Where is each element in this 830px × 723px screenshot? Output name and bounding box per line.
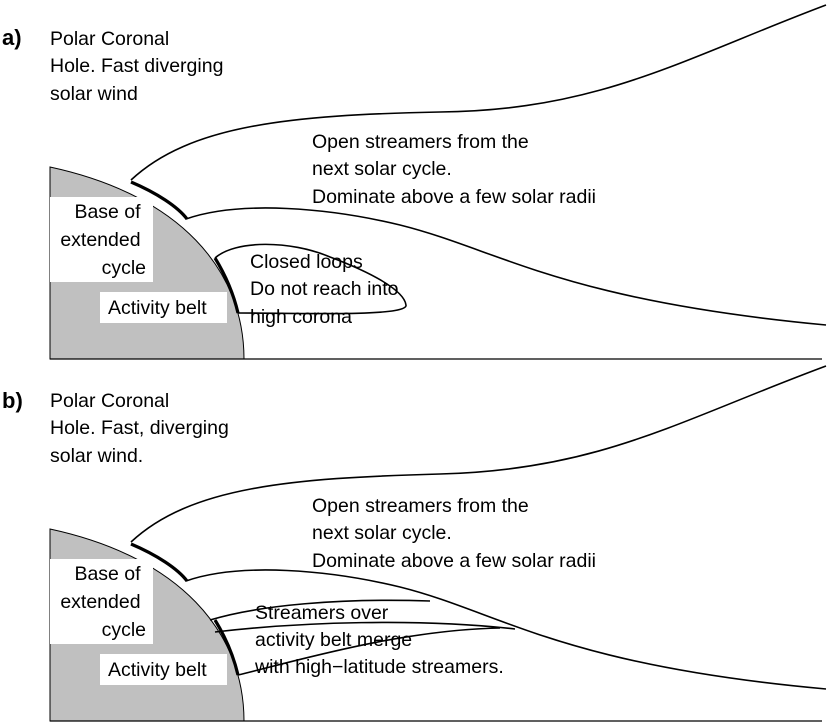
panel-b-open-streamers-label: Open streamers from the next solar cycle… <box>312 495 596 572</box>
panel-b-activity-belt-band <box>213 619 240 676</box>
panel-b-merging-streamer-upper <box>209 599 431 621</box>
panel-b-polar-open-field-line <box>130 365 827 543</box>
panel-b-base-extended-label: Base of extended cycle <box>60 563 146 641</box>
panel-a-polar-open-field-line <box>130 4 827 181</box>
panel-a-letter: a) <box>2 25 22 50</box>
panel-a-extended-cycle-band <box>130 180 189 220</box>
panel-a-base-extended-label: Base of extended cycle <box>60 201 146 279</box>
panel-b-activity-belt-box <box>100 654 227 685</box>
panel-a-streamer-field-line <box>185 207 827 326</box>
panel-b-streamer-field-line <box>185 569 827 690</box>
panel-b-inner-feature-label: Streamers over activity belt merge with … <box>254 602 504 678</box>
panel-a-inner-feature-label: Closed loops Do not reach into high coro… <box>250 251 404 328</box>
panel-b-base-extended-box <box>50 559 153 644</box>
panel-b: b) Polar Coronal Hole. Fast, diverging s… <box>2 365 827 722</box>
panel-a-activity-belt-box <box>100 292 227 323</box>
panel-b-activity-belt-label: Activity belt <box>108 659 207 681</box>
panel-a-base-extended-box <box>50 197 153 282</box>
panel-b-merging-streamer-inner <box>237 627 501 676</box>
panel-a-activity-belt-label: Activity belt <box>108 297 207 319</box>
panel-b-letter: b) <box>2 388 23 413</box>
panel-a-open-streamers-label: Open streamers from the next solar cycle… <box>312 131 596 208</box>
panel-b-extended-cycle-band <box>130 542 189 582</box>
panel-a-activity-belt-band <box>213 257 240 314</box>
panel-a-closed-loop <box>214 243 407 315</box>
panel-a: a) Polar Coronal Hole. Fast diverging so… <box>2 4 827 360</box>
panel-a-polar-hole-label: Polar Coronal Hole. Fast diverging solar… <box>50 28 229 105</box>
panel-b-merging-streamer-lower <box>214 621 516 633</box>
panel-b-polar-hole-label: Polar Coronal Hole. Fast, diverging sola… <box>50 390 234 467</box>
